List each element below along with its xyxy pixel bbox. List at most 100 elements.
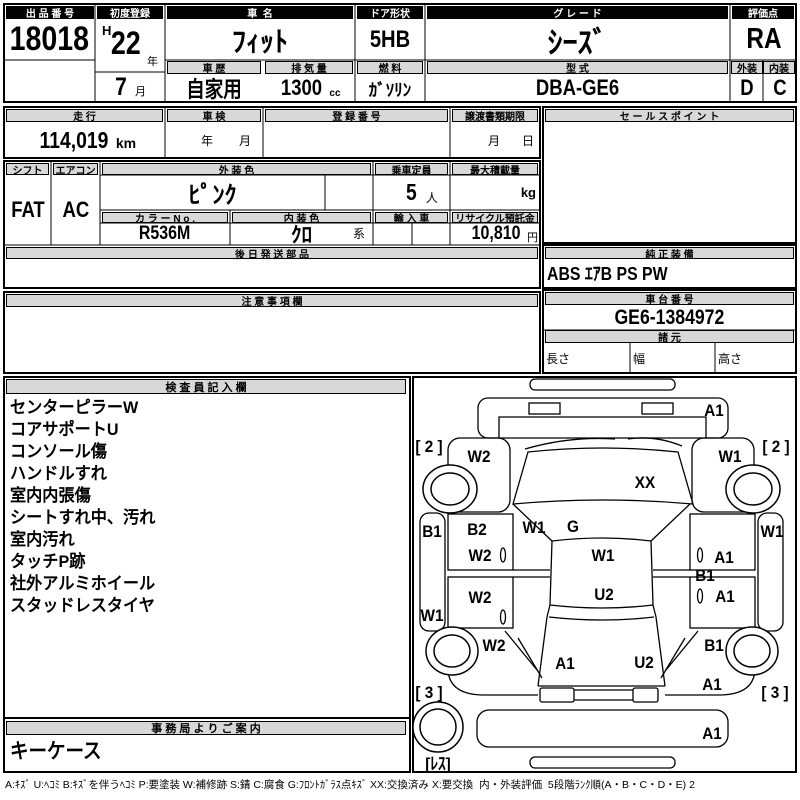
spec-width-label: 幅 xyxy=(633,351,646,366)
exterior-score-value: D xyxy=(739,75,754,100)
chassis-number-value: GE6-1384972 xyxy=(614,305,725,329)
capacity-header: 乗車定員 xyxy=(375,163,448,177)
inspector-notes-header: 検 査 員 記 入 欄 xyxy=(6,379,406,394)
damage-code: A1 xyxy=(714,548,734,567)
car-history-value: 自家用 xyxy=(186,77,242,102)
shift-header: シフト xyxy=(6,163,49,177)
inspection-value: 年月 xyxy=(200,133,252,148)
wheels xyxy=(412,464,781,753)
notes-header: 注 意 事 項 欄 xyxy=(6,294,538,308)
inspector-note-line: タッチP跡 xyxy=(10,552,86,571)
damage-code: [ﾚｽ] xyxy=(425,754,451,774)
score-header: 評価点 xyxy=(732,6,794,20)
inspector-note-line: 社外アルミホイール xyxy=(10,574,156,593)
transfer-deadline-value: 月日 xyxy=(487,133,534,148)
damage-code: W1 xyxy=(420,606,444,625)
max-load-value: kg xyxy=(520,185,536,200)
door-shape-value: 5HB xyxy=(369,25,411,53)
damage-code: [ 3 ] xyxy=(415,683,443,702)
legend-text: A:ｷｽﾞ U:ﾍｺﾐ B:ｷｽﾞを伴うﾍｺﾐ P:要塗装 W:補修跡 S:錆 … xyxy=(5,779,695,791)
damage-code: W1 xyxy=(591,546,615,565)
specs-header: 諸 元 xyxy=(545,330,794,344)
damage-code: A1 xyxy=(704,401,724,420)
lot-number-value: 18018 xyxy=(9,20,90,58)
damage-code: W2 xyxy=(467,447,491,466)
grade-value: ｼｰｽﾞ xyxy=(547,26,608,60)
damage-code: [ 3 ] xyxy=(761,683,789,702)
inspector-note-line: 室内内張傷 xyxy=(10,486,91,505)
interior-score-header: 内装 xyxy=(763,61,795,75)
interior-score-value: C xyxy=(772,75,787,100)
damage-code: A1 xyxy=(702,724,722,743)
mileage-value: 114,019 km xyxy=(39,126,137,153)
interior-color-value: ｸﾛ 系 xyxy=(291,224,365,247)
exterior-color-header: 外 装 色 xyxy=(102,163,371,177)
spec-length-label: 長さ xyxy=(546,351,571,366)
recycle-deposit-value: 10,810 円 xyxy=(471,223,538,244)
lot-number-header: 出 品 番 号 xyxy=(6,6,94,20)
car-outline xyxy=(419,378,784,769)
inspector-note-line: スタッドレスタイヤ xyxy=(10,596,155,615)
damage-code: B1 xyxy=(695,566,715,585)
spec-height-label: 高さ xyxy=(718,351,743,366)
fuel-value: ｶﾞｿﾘﾝ xyxy=(368,80,412,100)
first-registration-header: 初度登録 xyxy=(97,6,163,20)
score-value: RA xyxy=(745,23,782,55)
inspector-note-line: センターピラーW xyxy=(10,398,139,417)
equipment-header: 純 正 装 備 xyxy=(545,247,794,261)
damage-code: B2 xyxy=(467,520,487,539)
first-registration-year: H 22 年 xyxy=(102,23,158,68)
damage-code: W1 xyxy=(522,518,546,537)
recycle-deposit-header: リサイクル預託金 xyxy=(452,212,538,225)
damage-code: W2 xyxy=(468,588,492,607)
damage-code: [ 2 ] xyxy=(762,437,790,456)
color-no-value: R536M xyxy=(139,223,191,244)
office-info-value: キーケース xyxy=(10,740,102,763)
damage-code: A1 xyxy=(702,675,722,694)
later-parts-header: 後 日 発 送 部 品 xyxy=(6,247,538,261)
damage-code: A1 xyxy=(715,587,735,606)
capacity-value: 5 人 xyxy=(406,179,438,205)
car-history-header: 車 歴 xyxy=(167,61,261,75)
inspector-note-line: コアサポートU xyxy=(10,420,119,439)
mileage-header: 走 行 xyxy=(6,109,163,123)
damage-code: W1 xyxy=(718,447,742,466)
damage-code: B1 xyxy=(704,636,724,655)
damage-code: XX xyxy=(634,473,656,492)
inspector-note-line: 室内汚れ xyxy=(10,530,75,549)
displacement-header: 排 気 量 xyxy=(265,61,353,75)
car-name-value: ﾌｨｯﾄ xyxy=(231,25,288,57)
damage-code: [ 2 ] xyxy=(415,437,443,456)
displacement-value: 1300 cc xyxy=(281,75,341,100)
sales-point-header: セ ー ル ス ポ イ ン ト xyxy=(545,109,794,123)
aircon-value: AC xyxy=(62,197,89,222)
damage-code: U2 xyxy=(594,585,614,604)
inspector-note-line: シートすれ中、汚れ xyxy=(10,508,156,527)
damage-code: W1 xyxy=(760,522,784,541)
shift-value: FAT xyxy=(10,197,45,222)
damage-code: B1 xyxy=(422,522,442,541)
first-registration-month: 7 月 xyxy=(115,72,146,101)
inspection-header: 車 検 xyxy=(167,109,261,123)
car-name-header: 車 名 xyxy=(167,6,353,20)
color-no-header: カ ラ ー N o . xyxy=(102,212,228,225)
damage-code: A1 xyxy=(555,654,575,673)
exterior-color-value: ﾋﾟﾝｸ xyxy=(188,182,237,209)
damage-code: G xyxy=(567,517,579,536)
fuel-header: 燃 料 xyxy=(357,61,423,75)
inspector-note-line: ハンドルすれ xyxy=(10,464,107,483)
grade-header: グ レ ー ド xyxy=(427,6,728,20)
chassis-number-header: 車 台 番 号 xyxy=(545,292,794,306)
damage-code: W2 xyxy=(468,546,492,565)
equipment-value: ABS ｴｱB PS PW xyxy=(547,264,668,284)
model-code-header: 型 式 xyxy=(427,61,728,75)
import-car-header: 輸 入 車 xyxy=(375,212,448,225)
registration-number-header: 登 録 番 号 xyxy=(265,109,448,123)
max-load-header: 最大積載量 xyxy=(452,163,538,177)
door-shape-header: ドア形状 xyxy=(357,6,423,20)
aircon-header: エアコン xyxy=(53,163,98,177)
transfer-deadline-header: 譲渡書類期限 xyxy=(452,109,538,123)
